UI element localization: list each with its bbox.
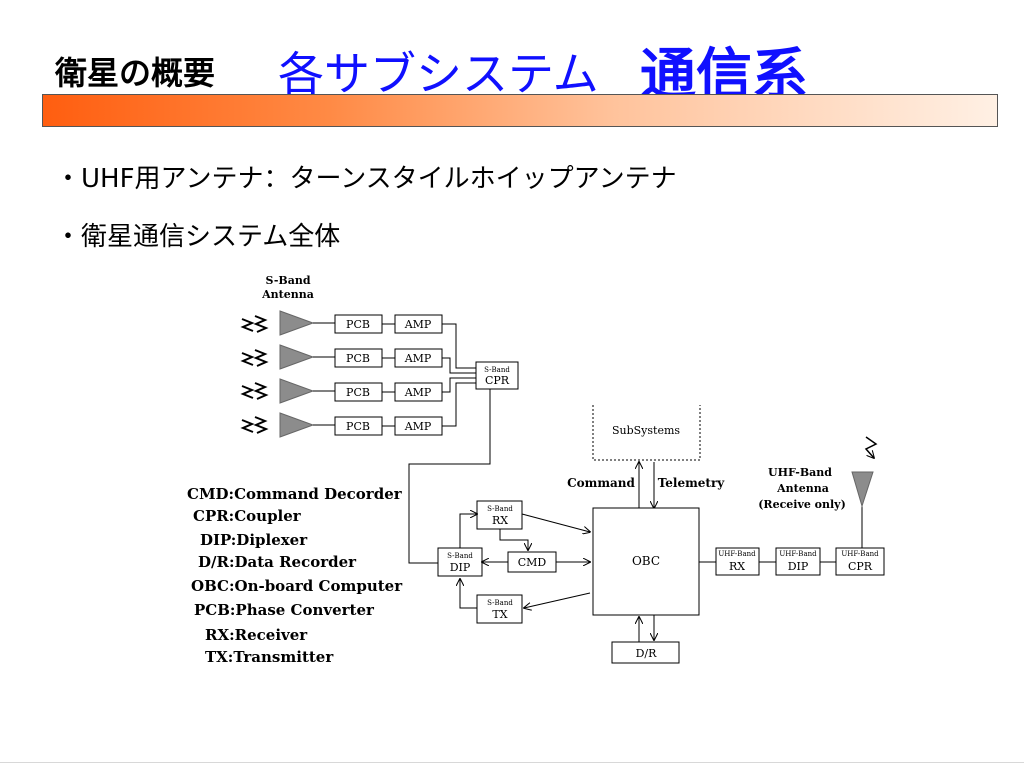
command-label: Command <box>567 476 635 490</box>
antenna-icon <box>279 310 315 336</box>
s-band-rx-small-label: S-Band <box>487 505 513 513</box>
antenna-icon <box>279 378 315 404</box>
legend-cpr: CPR:Coupler <box>193 507 301 525</box>
s-band-antenna-label-1: S-Band <box>265 274 310 287</box>
subsystems-label: SubSystems <box>612 424 680 437</box>
pcb-label-2: PCB <box>346 352 370 365</box>
bullet-uhf-antenna: ・UHF用アンテナ：ターンスタイルホイップアンテナ <box>55 164 677 194</box>
pcb-label-3: PCB <box>346 386 370 399</box>
wave-icon <box>240 416 269 434</box>
amp-label-4: AMP <box>404 420 432 433</box>
wave-icon <box>240 315 269 333</box>
legend-tx: TX:Transmitter <box>205 648 334 666</box>
legend-rx: RX:Receiver <box>205 626 308 644</box>
uhf-cpr-label: CPR <box>848 560 873 573</box>
antenna-icon <box>279 412 315 438</box>
uhf-wave-icon <box>864 436 878 458</box>
title-gradient-bar <box>42 94 998 127</box>
dr-label: D/R <box>636 647 658 660</box>
legend-pcb: PCB:Phase Converter <box>194 601 374 619</box>
s-band-cpr-label: CPR <box>485 374 510 387</box>
s-band-rx-label: RX <box>492 514 508 527</box>
uhf-dip-label: DIP <box>788 560 809 573</box>
footer-divider <box>0 762 1024 763</box>
amp-label-2: AMP <box>404 352 432 365</box>
cmd-label: CMD <box>518 556 547 569</box>
s-band-antenna-row-2: PCB AMP <box>240 344 443 370</box>
uhf-rx-small-label: UHF-Band <box>718 550 756 558</box>
wave-icon <box>240 382 269 400</box>
legend-dip: DIP:Diplexer <box>200 531 308 549</box>
s-band-cpr-small-label: S-Band <box>484 366 510 374</box>
bullet-comm-system: ・衛星通信システム全体 <box>55 222 341 252</box>
obc-label: OBC <box>632 554 660 568</box>
s-band-tx-label: TX <box>492 608 507 621</box>
slide-title: 衛星の概要 <box>55 54 216 92</box>
antenna-icon <box>279 344 315 370</box>
legend-cmd: CMD:Command Decorder <box>187 485 402 503</box>
dr-box <box>611 641 680 664</box>
s-band-antenna-row-4: PCB AMP <box>240 412 443 438</box>
uhf-antenna-label-2: Antenna <box>776 482 829 495</box>
s-band-dip-small-label: S-Band <box>447 552 473 560</box>
subsystems-box <box>592 405 701 461</box>
pcb-label-1: PCB <box>346 318 370 331</box>
s-band-tx-box <box>476 594 523 624</box>
uhf-rx-label: RX <box>729 560 745 573</box>
amp-to-cpr-connectors <box>442 323 476 427</box>
s-band-antenna-label-2: Antenna <box>261 288 314 301</box>
s-band-signal-arrows <box>460 514 590 608</box>
wave-icon <box>240 349 269 367</box>
s-band-cpr-box <box>475 361 519 390</box>
obc-box <box>592 507 700 616</box>
uhf-antenna-label-3: (Receive only) <box>758 498 846 511</box>
s-band-dip-label: DIP <box>450 561 471 574</box>
uhf-rx-box <box>715 547 760 576</box>
s-band-antenna-row-3: PCB AMP <box>240 378 443 404</box>
amp-label-1: AMP <box>404 318 432 331</box>
pcb-label-4: PCB <box>346 420 370 433</box>
telemetry-label: Telemetry <box>658 476 726 490</box>
s-band-antenna-row-1: PCB AMP <box>240 310 443 336</box>
uhf-antenna-icon <box>851 471 874 508</box>
uhf-antenna-label-1: UHF-Band <box>768 466 832 479</box>
amp-label-3: AMP <box>404 386 432 399</box>
legend-dr: D/R:Data Recorder <box>198 553 357 571</box>
legend-obc: OBC:On-board Computer <box>191 577 403 595</box>
cpr-to-dip-line <box>408 389 491 564</box>
uhf-dip-small-label: UHF-Band <box>779 550 817 558</box>
slide-subtitle: 各サブシステム <box>278 47 599 101</box>
uhf-cpr-small-label: UHF-Band <box>841 550 879 558</box>
s-band-tx-small-label: S-Band <box>487 599 513 607</box>
